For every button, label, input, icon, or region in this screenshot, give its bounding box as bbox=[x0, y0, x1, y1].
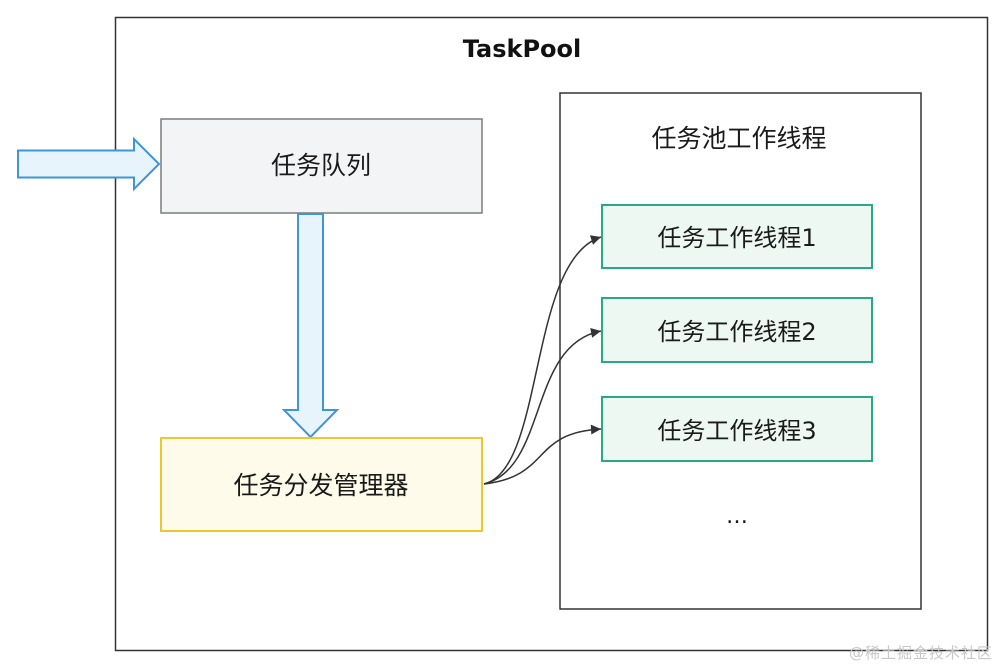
incoming-arrow bbox=[17, 136, 161, 192]
worker-label-3: 任务工作线程3 bbox=[657, 417, 816, 445]
task-queue-box bbox=[160, 118, 483, 214]
worker-label-1: 任务工作线程1 bbox=[657, 224, 816, 252]
dispatcher-box bbox=[160, 437, 483, 532]
watermark: @稀土掘金技术社区 bbox=[848, 644, 993, 662]
worker-pool-label: 任务池工作线程 bbox=[651, 124, 826, 153]
worker-ellipsis: … bbox=[726, 504, 748, 529]
task-queue-label: 任务队列 bbox=[271, 151, 371, 180]
taskpool-title: TaskPool bbox=[463, 35, 582, 63]
connector-to-worker-2 bbox=[483, 327, 602, 485]
queue-to-dispatcher-arrow bbox=[281, 213, 340, 439]
worker-box-3 bbox=[601, 396, 873, 462]
dispatcher-label: 任务分发管理器 bbox=[233, 471, 408, 500]
connector-to-worker-1 bbox=[483, 235, 602, 485]
worker-label-2: 任务工作线程2 bbox=[657, 318, 816, 346]
worker-box-2 bbox=[601, 297, 873, 363]
worker-box-1 bbox=[601, 204, 873, 269]
connector-to-worker-3 bbox=[483, 424, 602, 485]
